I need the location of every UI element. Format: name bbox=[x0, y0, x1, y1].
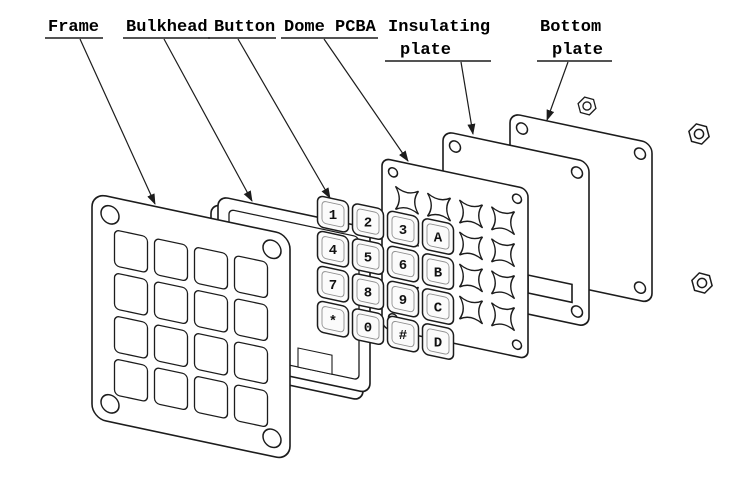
frame-keyhole bbox=[193, 289, 229, 334]
frame-keyhole bbox=[233, 254, 269, 299]
screw-hole bbox=[633, 281, 647, 295]
hex-nut-icon bbox=[691, 272, 713, 294]
screw-hole bbox=[262, 239, 282, 260]
keypad-key-label: 9 bbox=[399, 293, 407, 309]
insulating-plate-label-line1: Insulating bbox=[388, 18, 490, 37]
screw-hole bbox=[511, 193, 523, 205]
button-leader-line bbox=[237, 38, 331, 199]
keypad-key: # bbox=[386, 314, 420, 354]
frame-keyhole bbox=[153, 237, 189, 282]
keypad-key-label: 4 bbox=[329, 243, 337, 259]
frame-label: Frame bbox=[48, 18, 99, 37]
bottom-plate-leader-line bbox=[546, 61, 569, 121]
screw-hole bbox=[262, 428, 282, 449]
keypad-key: C bbox=[421, 286, 455, 327]
frame-keyhole bbox=[233, 383, 269, 428]
screw-hole bbox=[570, 166, 584, 179]
screw-hole bbox=[100, 204, 120, 225]
frame-part bbox=[91, 194, 291, 459]
keypad-key: 5 bbox=[351, 237, 385, 277]
keypad-key-label: A bbox=[434, 231, 443, 247]
keypad-key-label: # bbox=[399, 328, 407, 344]
keypad-key: 4 bbox=[316, 229, 350, 269]
frame-keyhole bbox=[233, 340, 269, 385]
insulating-plate-callout: Insulating plate bbox=[385, 18, 491, 135]
frame-keyhole bbox=[233, 297, 269, 342]
button-callout: Button bbox=[208, 18, 331, 199]
bulkhead-callout: Bulkhead bbox=[123, 18, 253, 202]
hex-nut-icon bbox=[688, 123, 710, 145]
dome-pcba-callout: Dome PCBA bbox=[281, 18, 409, 162]
keypad-key: 0 bbox=[351, 307, 385, 347]
frame-keyhole bbox=[153, 280, 189, 325]
keypad-key: * bbox=[316, 299, 350, 339]
frame-leader-line bbox=[79, 38, 156, 205]
keypad-key-label: 6 bbox=[399, 258, 407, 274]
bottom-plate-label-line1: Bottom bbox=[540, 18, 601, 37]
screw-hole bbox=[570, 305, 584, 318]
keypad-key: D bbox=[421, 321, 455, 362]
hex-nut-icon bbox=[577, 96, 597, 116]
keypad-key-label: 0 bbox=[364, 321, 372, 337]
frame-keyhole bbox=[193, 332, 229, 377]
keypad-key: 1 bbox=[316, 194, 350, 234]
screw-hole bbox=[100, 393, 120, 414]
button-part: 1 2 3 A 4 5 6 B 7 8 9 C * 0 # D bbox=[316, 194, 455, 362]
keypad-key-label: 1 bbox=[329, 208, 337, 224]
frame-keyhole bbox=[113, 315, 149, 360]
button-label: Button bbox=[214, 18, 275, 37]
frame-callout: Frame bbox=[45, 18, 156, 205]
keypad-key: 2 bbox=[351, 202, 385, 242]
frame-keyhole bbox=[113, 229, 149, 274]
keypad-key-label: 5 bbox=[364, 251, 372, 267]
frame-keyhole bbox=[153, 323, 189, 368]
bulkhead-leader-line bbox=[163, 38, 253, 202]
frame-keyhole bbox=[193, 375, 229, 420]
screw-hole bbox=[448, 140, 462, 153]
screw-hole bbox=[387, 166, 399, 178]
dome-pcba-leader-line bbox=[323, 38, 409, 162]
keypad-key-label: C bbox=[434, 301, 443, 317]
frame-keyhole bbox=[113, 358, 149, 403]
keypad-key-label: 2 bbox=[364, 216, 372, 232]
bottom-plate-callout: Bottom plate bbox=[537, 18, 612, 121]
keypad-key-label: 8 bbox=[364, 286, 372, 302]
keypad-key: A bbox=[421, 216, 455, 257]
screw-hole bbox=[515, 122, 529, 135]
frame-keyhole bbox=[193, 246, 229, 291]
dome-pcba-label: Dome PCBA bbox=[284, 18, 377, 37]
keypad-key: 6 bbox=[386, 244, 420, 284]
frame-keyhole bbox=[153, 366, 189, 411]
bulkhead-label: Bulkhead bbox=[126, 18, 208, 37]
screw-hole bbox=[511, 339, 523, 351]
keypad-key: 9 bbox=[386, 279, 420, 319]
frame-keyhole bbox=[113, 272, 149, 317]
keypad-key: B bbox=[421, 251, 455, 292]
screw-hole bbox=[633, 147, 647, 161]
keypad-key-label: 3 bbox=[399, 223, 407, 239]
bulkhead-tab bbox=[297, 347, 333, 375]
keypad-key: 8 bbox=[351, 272, 385, 312]
keypad-key: 3 bbox=[386, 209, 420, 249]
keypad-key: 7 bbox=[316, 264, 350, 304]
insulating-plate-label-line2: plate bbox=[400, 41, 451, 60]
keypad-key-label: B bbox=[434, 266, 443, 282]
insulating-plate-leader-line bbox=[460, 61, 476, 135]
bottom-plate-label-line2: plate bbox=[552, 41, 603, 60]
keypad-key-label: D bbox=[434, 336, 442, 352]
keypad-key-label: 7 bbox=[329, 278, 337, 294]
keypad-key-label: * bbox=[329, 314, 337, 330]
